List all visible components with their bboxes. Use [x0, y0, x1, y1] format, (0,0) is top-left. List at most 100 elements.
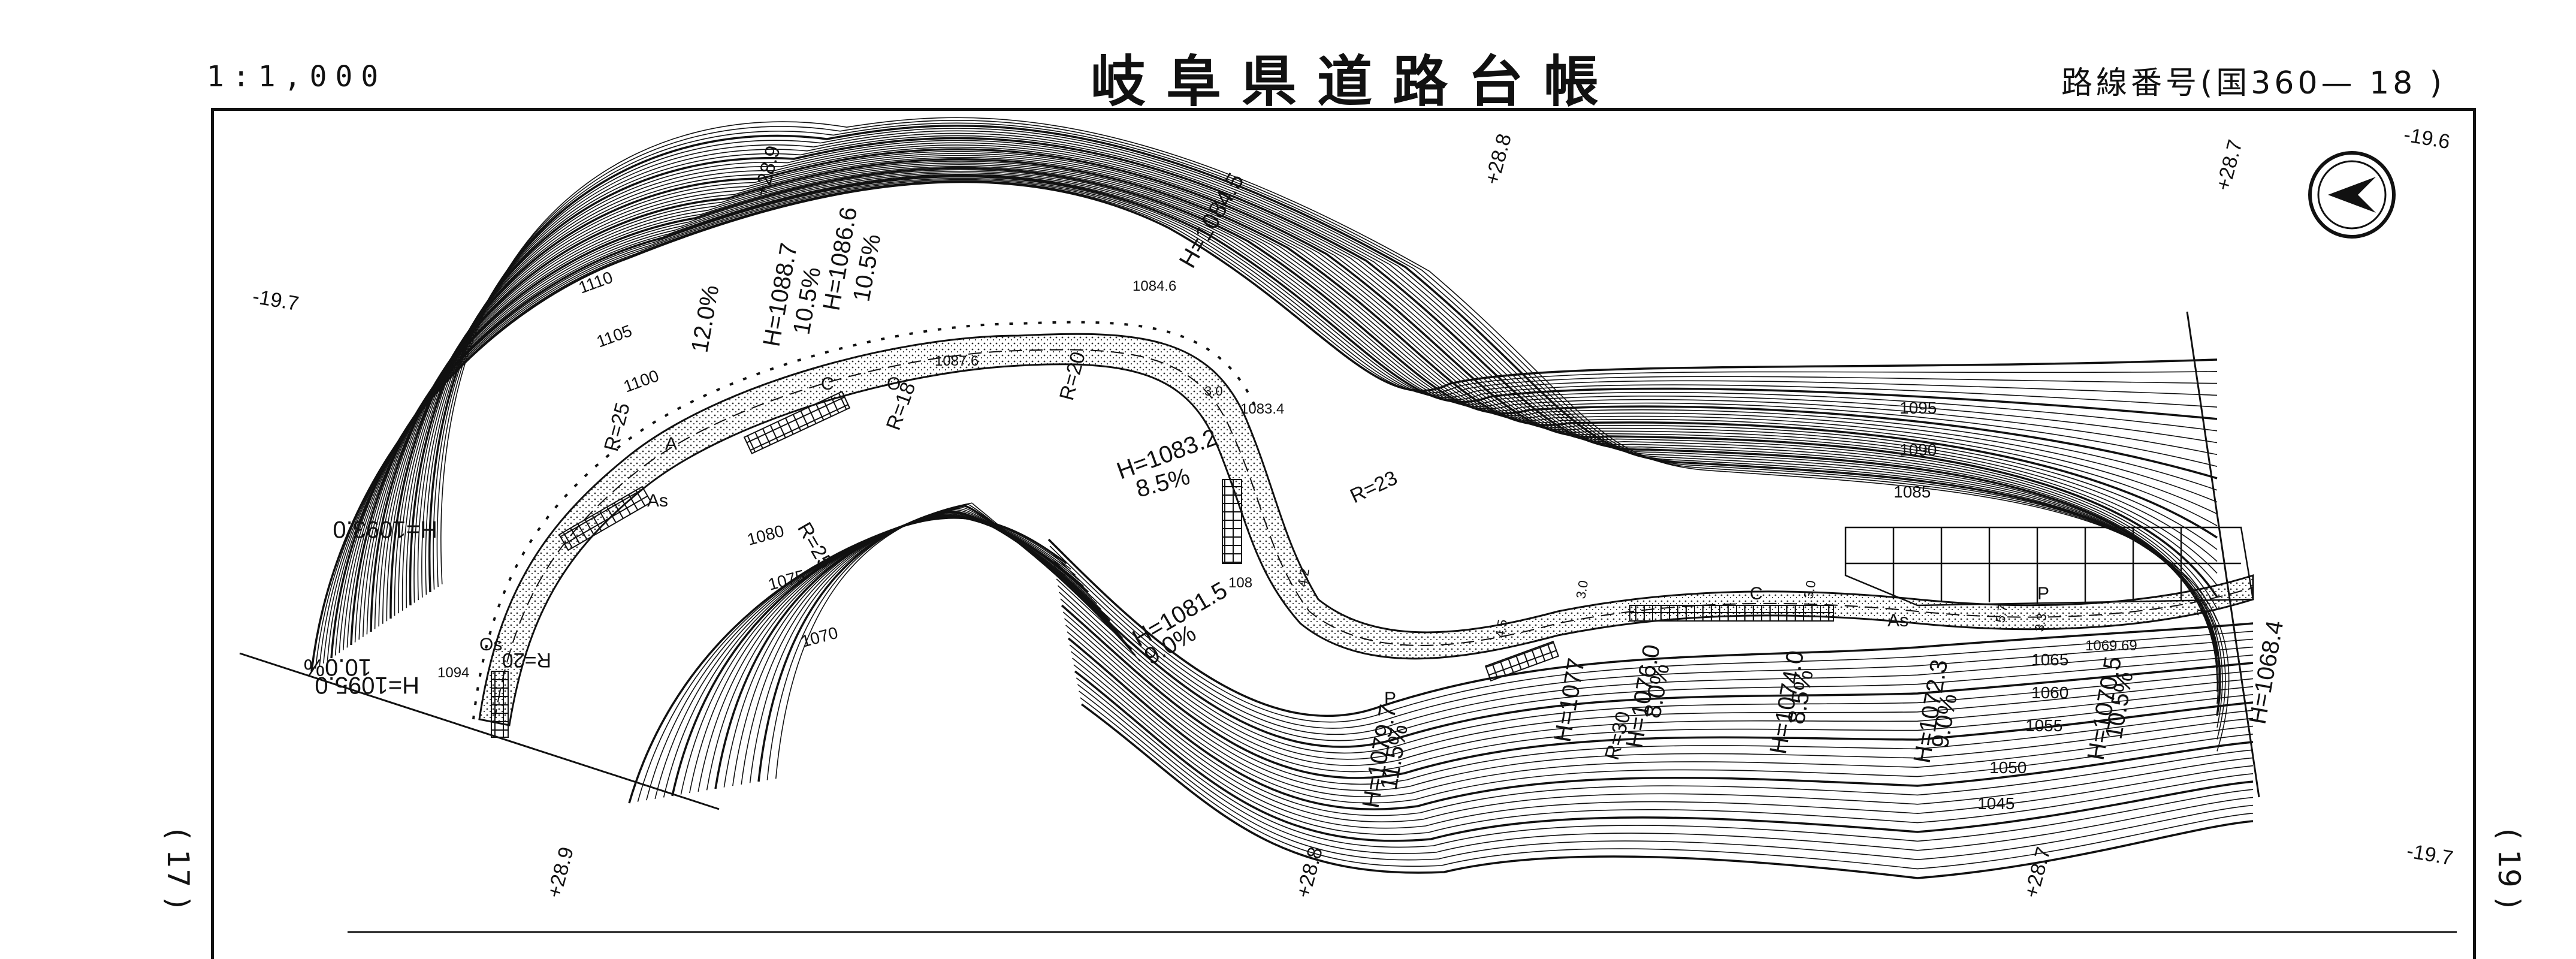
road-centerline [494, 349, 2254, 723]
width-label: 4.2 [1294, 567, 1312, 587]
north-arrow-icon [2308, 151, 2396, 239]
contour-line [428, 124, 2221, 716]
contour-label: 1050 [1989, 758, 2027, 777]
contour-label: 1090 [1899, 441, 1937, 459]
width-label: 3.0 [1801, 579, 1819, 599]
radius-label: R=25 [793, 518, 837, 572]
width-label: 4.5 [1492, 618, 1510, 638]
contour-line [382, 153, 2218, 624]
contour-label: 1085 [1894, 482, 1931, 501]
contour-line [663, 516, 1085, 798]
contour-line [346, 169, 2218, 648]
width-label: 3.3 [2031, 612, 2049, 632]
contour-line [421, 130, 2218, 692]
chainage-label: +28.7 [2212, 137, 2247, 193]
contour-line [1060, 598, 2254, 773]
contour-line [330, 174, 2218, 659]
retaining-wall [1222, 479, 1242, 564]
contour-line [1070, 651, 2254, 822]
contour-line [723, 510, 1115, 788]
contour-line [358, 164, 2218, 640]
retaining-wall [743, 391, 851, 454]
elevation-label: H=1077 [1550, 656, 1590, 744]
contour-line [378, 155, 2218, 627]
contour-line [440, 117, 2230, 752]
width-label: 3.0 [1573, 579, 1591, 599]
spot-height-label: 1084.6 [1133, 278, 1176, 294]
grade-label: 10.0% [304, 654, 372, 680]
retaining-wall [558, 485, 653, 551]
contour-line [1077, 684, 2254, 854]
spot-height-label: 1083.4 [1240, 401, 1284, 417]
contour-line [370, 158, 2218, 632]
retaining-wall [1484, 640, 1560, 682]
chainage-label: -19.6 [2402, 123, 2452, 153]
spot-height-label: 1094 [437, 665, 469, 681]
elevation-label: H=1095.0 [315, 672, 419, 698]
contour-line [1064, 618, 2254, 791]
contour-line [1069, 644, 2254, 816]
contour-line [310, 180, 2218, 672]
contour-line [315, 180, 2218, 669]
contour-line [374, 156, 2218, 629]
contour-line [1054, 571, 2254, 748]
contour-line [654, 517, 1080, 799]
chainage-label: +28.7 [2020, 845, 2055, 900]
contour-label: 1100 [621, 366, 661, 396]
spot-height-label: 1087.6 [935, 353, 979, 369]
scale-label: 1:1,000 [207, 60, 387, 94]
contour-line [1062, 611, 2254, 785]
width-label: 3.0 [1204, 384, 1223, 399]
contour-line [1065, 625, 2254, 798]
contour-line [1050, 552, 2254, 729]
contour-label: 1075 [766, 566, 807, 594]
contour-line [1073, 664, 2254, 836]
contour-line [386, 150, 2218, 622]
contour-line [775, 502, 1141, 779]
boundary-line [239, 652, 720, 810]
contour-line [1053, 565, 2254, 741]
contour-line [1056, 578, 2254, 754]
map-annotation: As [647, 491, 668, 511]
contour-line [401, 142, 2218, 633]
contour-line [671, 515, 1089, 797]
grade-label: 12.0% [687, 283, 724, 354]
width-label: 2.8 [2193, 597, 2211, 617]
spot-height-label: 1069.69 [2085, 638, 2137, 654]
contour-line [628, 517, 1068, 804]
map-frame [211, 108, 2476, 959]
road-pavement [478, 333, 2254, 726]
width-label: 5.7 [1992, 603, 2010, 623]
contour-label: 1055 [2025, 716, 2062, 735]
contour-line [398, 144, 2218, 621]
contour-label: 1060 [2031, 683, 2068, 702]
map-annotation: C [821, 374, 834, 394]
contour-line [1052, 559, 2254, 735]
contour-line [363, 162, 2218, 637]
contour-line [1080, 697, 2254, 870]
contour-line [1049, 545, 2254, 723]
contour-label: 1080 [745, 521, 786, 549]
contour-lines [310, 117, 2254, 879]
contour-line [1072, 658, 2254, 829]
contour-line [406, 140, 2218, 645]
contour-line [339, 172, 2218, 653]
contour-label: 1065 [2031, 650, 2068, 669]
parking-area [1844, 526, 2254, 607]
contour-line [354, 165, 2218, 643]
map-annotation: C [1750, 584, 1763, 604]
chainage-label: +28.9 [543, 845, 578, 900]
contour-label: 1105 [594, 321, 634, 351]
contour-label: 1095 [1899, 399, 1937, 417]
contour-label: 1070 [799, 623, 840, 651]
retaining-wall [1629, 605, 1834, 622]
elevation-label: H=1068.4 [2245, 619, 2289, 726]
contour-line [1047, 538, 2254, 717]
route-number-label: 路線番号(国360— 18 ) [2061, 65, 2446, 101]
contour-line [1074, 670, 2254, 842]
retaining-wall [491, 671, 509, 738]
contour-line [1067, 637, 2254, 810]
radius-label: R=25 [600, 400, 635, 454]
contour-line [323, 177, 2218, 664]
